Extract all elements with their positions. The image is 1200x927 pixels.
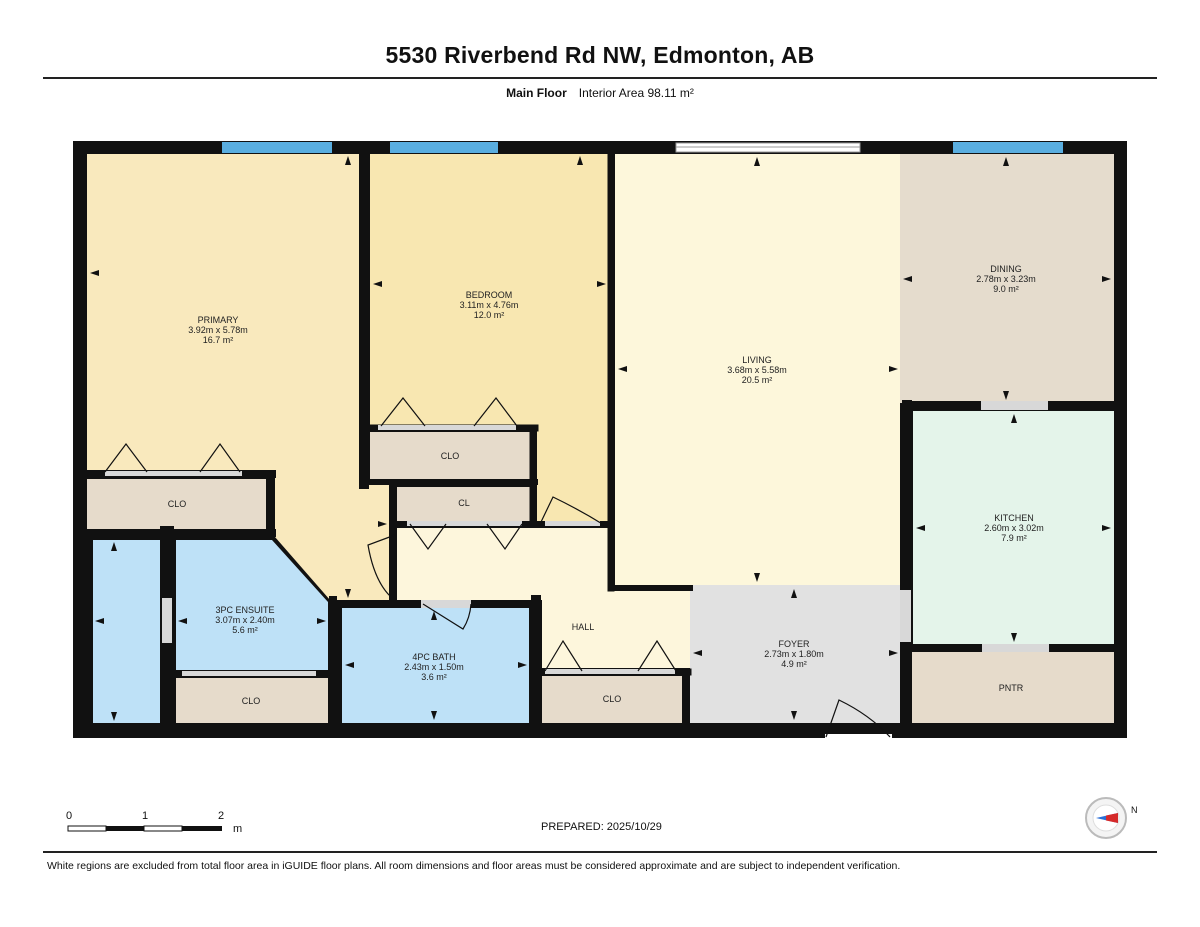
room-fills bbox=[87, 154, 1114, 723]
living-dims: 3.68m x 5.58m bbox=[727, 365, 787, 375]
cl-hall-floor bbox=[397, 487, 530, 521]
bedroom-name: BEDROOM bbox=[466, 290, 513, 300]
left-bath-floor bbox=[93, 540, 160, 723]
hall-name: HALL bbox=[572, 622, 595, 632]
hall-floor bbox=[397, 528, 690, 668]
kitchen-area: 7.9 m² bbox=[1001, 533, 1027, 543]
clo-hall-floor bbox=[542, 676, 682, 723]
footer-rule bbox=[43, 851, 1157, 853]
primary-area: 16.7 m² bbox=[203, 335, 234, 345]
kitchen-dims: 2.60m x 3.02m bbox=[984, 523, 1044, 533]
window-dining bbox=[953, 142, 1063, 153]
dining-name: DINING bbox=[990, 264, 1022, 274]
pntr-name: PNTR bbox=[999, 683, 1024, 693]
bedroom-dims: 3.11m x 4.76m bbox=[460, 300, 519, 310]
bath-floor bbox=[342, 608, 529, 723]
compass-north-label: N bbox=[1131, 805, 1138, 815]
kitchen-name: KITCHEN bbox=[994, 513, 1034, 523]
scale-unit: m bbox=[233, 823, 243, 835]
interior-area: Interior Area 98.11 m² bbox=[578, 86, 694, 100]
prepared-date: PREPARED: 2025/10/29 bbox=[541, 821, 662, 833]
ensuite-dims: 3.07m x 2.40m bbox=[215, 615, 275, 625]
window-primary bbox=[222, 142, 332, 153]
room-labels: PRIMARY 3.92m x 5.78m 16.7 m² BEDROOM 3.… bbox=[168, 264, 1044, 706]
scale-label-1: 1 bbox=[142, 810, 149, 822]
clo-hall-name: CLO bbox=[603, 694, 622, 704]
floor-name: Main Floor bbox=[506, 86, 567, 100]
bath-dims: 2.43m x 1.50m bbox=[404, 662, 464, 672]
doors bbox=[104, 397, 891, 738]
living-area: 20.5 m² bbox=[742, 375, 773, 385]
clo-ensuite-name: CLO bbox=[242, 696, 261, 706]
bedroom-area: 12.0 m² bbox=[474, 310, 505, 320]
foyer-area: 4.9 m² bbox=[781, 659, 807, 669]
bedroom-floor bbox=[370, 154, 608, 425]
bath-name: 4PC BATH bbox=[412, 652, 455, 662]
bath-area: 3.6 m² bbox=[421, 672, 447, 682]
living-name: LIVING bbox=[742, 355, 772, 365]
dimension-arrows bbox=[90, 156, 1111, 721]
floor-subtitle: Main Floor Interior Area 98.11 m² bbox=[0, 86, 1200, 100]
primary-floor bbox=[87, 154, 389, 600]
clo-primary-name: CLO bbox=[168, 499, 187, 509]
kitchen-floor bbox=[913, 411, 1114, 644]
ensuite-floor bbox=[176, 540, 328, 670]
clo-bedroom-floor bbox=[370, 432, 530, 479]
dining-floor bbox=[900, 154, 1114, 403]
window-bedroom bbox=[390, 142, 498, 153]
page-title: 5530 Riverbend Rd NW, Edmonton, AB bbox=[385, 42, 815, 68]
living-floor bbox=[615, 154, 900, 585]
foyer-dims: 2.73m x 1.80m bbox=[764, 649, 824, 659]
dining-dims: 2.78m x 3.23m bbox=[976, 274, 1036, 284]
foyer-name: FOYER bbox=[778, 639, 810, 649]
primary-dims: 3.92m x 5.78m bbox=[188, 325, 248, 335]
compass-icon bbox=[1085, 797, 1127, 839]
header-rule bbox=[43, 77, 1157, 79]
clo-ensuite-floor bbox=[176, 678, 328, 723]
dining-area: 9.0 m² bbox=[993, 284, 1019, 294]
scale-label-0: 0 bbox=[66, 810, 73, 822]
ensuite-name: 3PC ENSUITE bbox=[215, 605, 274, 615]
primary-name: PRIMARY bbox=[198, 315, 239, 325]
clo-bedroom-name: CLO bbox=[441, 451, 460, 461]
ensuite-area: 5.6 m² bbox=[232, 625, 258, 635]
scale-label-2: 2 bbox=[218, 810, 225, 822]
disclaimer-text: White regions are excluded from total fl… bbox=[47, 860, 901, 872]
scale-bar bbox=[67, 825, 222, 832]
pntr-floor bbox=[908, 652, 1114, 723]
windows bbox=[105, 142, 1063, 739]
foyer-floor bbox=[690, 585, 900, 723]
clo-primary-floor bbox=[87, 479, 267, 529]
cl-hall-name: CL bbox=[458, 498, 470, 508]
